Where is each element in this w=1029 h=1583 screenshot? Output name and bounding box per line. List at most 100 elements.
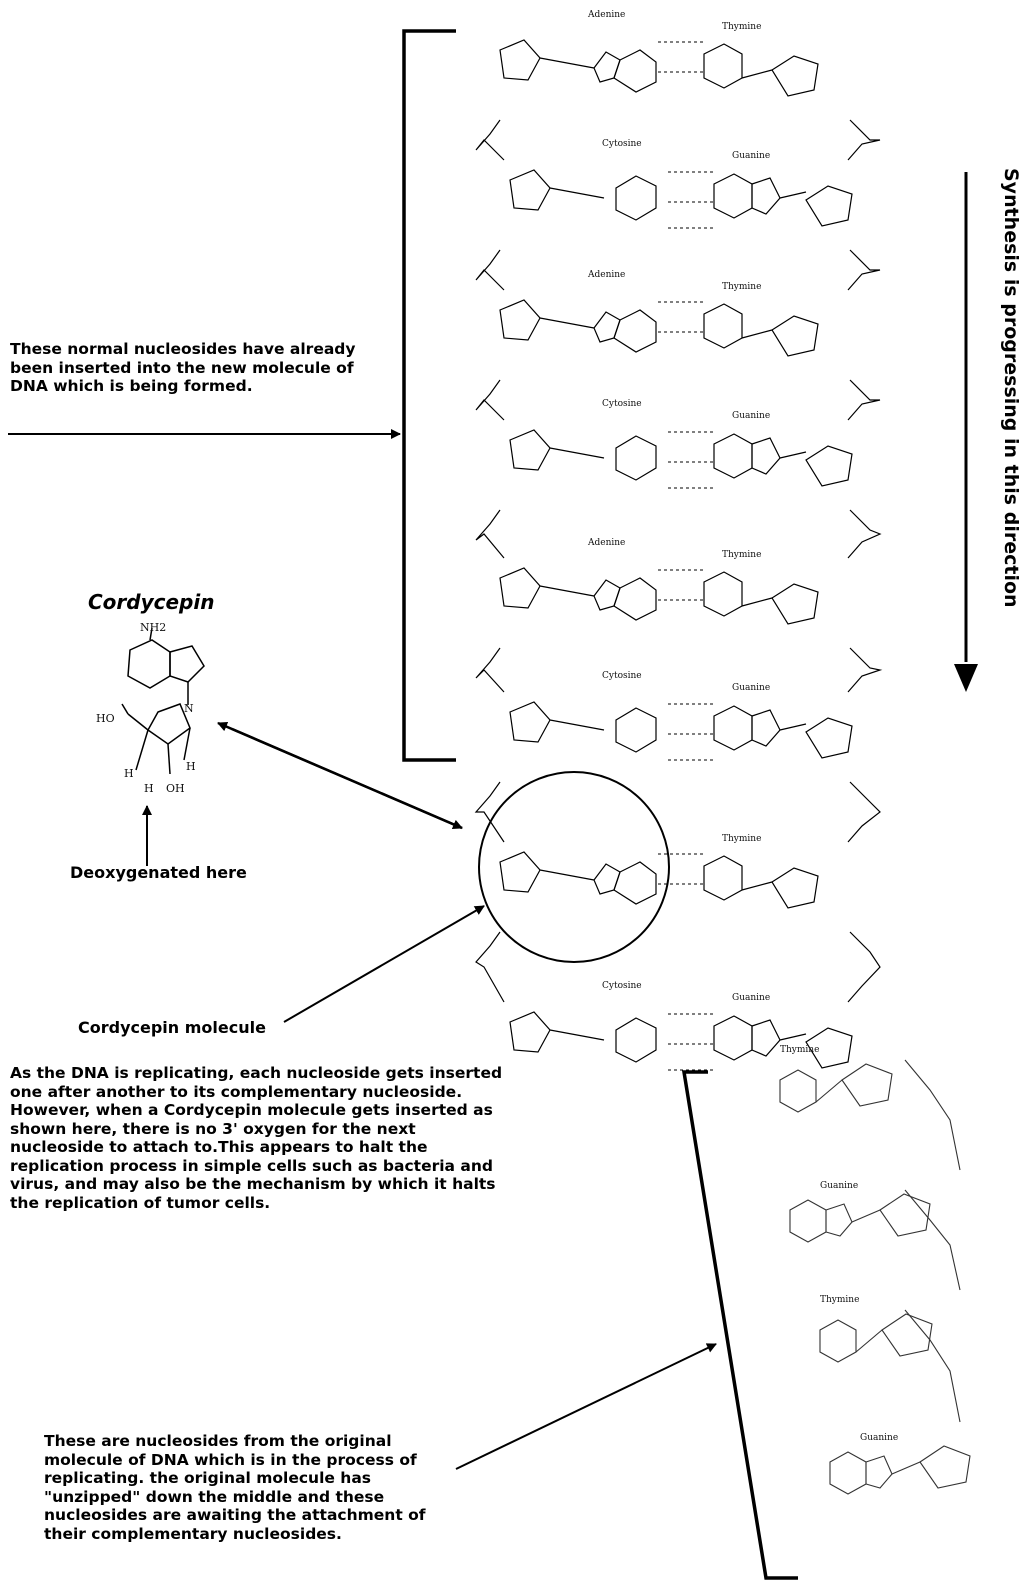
left-base-six-ring (613, 577, 657, 621)
left-base-six-ring (615, 707, 657, 753)
right-base-label: Guanine (732, 993, 770, 1003)
right-sugar-ring (805, 185, 853, 227)
left-base-label: Cytosine (602, 139, 642, 149)
original-nucleosides-bracket (681, 1070, 798, 1580)
sugar-ring (879, 1193, 931, 1237)
cordycepin-h-label-2: H (144, 782, 154, 795)
left-base-six-ring (613, 861, 657, 905)
glycosidic-bond (855, 1329, 883, 1353)
deoxygenated-label: Deoxygenated here (70, 863, 247, 882)
left-base-label: Adenine (587, 538, 625, 548)
sugar-ring (919, 1445, 971, 1489)
unpaired-base-label: Guanine (820, 1181, 858, 1191)
sugar-ring (881, 1313, 933, 1357)
glycosidic-bond (539, 317, 595, 329)
right-base-six-ring (703, 303, 743, 349)
left-sugar-ring (509, 1011, 551, 1053)
right-sugar-ring (805, 1027, 853, 1069)
synthesis-direction-label: Synthesis is progressing in this directi… (1000, 168, 1022, 608)
unpaired-nucleoside: Thymine (819, 1295, 933, 1363)
glycosidic-bond (549, 719, 605, 731)
glycosidic-bond (741, 329, 773, 339)
left-sugar-ring (509, 429, 551, 471)
unpaired-nucleoside: Guanine (829, 1433, 971, 1495)
right-base-five-ring (751, 1019, 781, 1057)
cordycepin-title: Cordycepin (88, 590, 215, 614)
glycosidic-bond (815, 1079, 843, 1103)
glycosidic-bond (549, 187, 605, 199)
cordycepin-molecule-arrow (283, 905, 485, 1023)
right-base-six-ring (713, 173, 753, 219)
sugar-ring (841, 1063, 893, 1107)
glycosidic-bond (741, 69, 773, 79)
cordycepin-n-label: N (184, 702, 194, 715)
replication-explanation: As the DNA is replicating, each nucleosi… (10, 1064, 503, 1212)
right-base-label: Guanine (732, 683, 770, 693)
right-base-label: Guanine (732, 411, 770, 421)
right-base-five-ring (751, 437, 781, 475)
right-sugar-ring (771, 55, 819, 97)
left-base-six-ring (615, 175, 657, 221)
left-base-label: Adenine (587, 10, 625, 20)
glycosidic-bond (851, 1209, 881, 1223)
left-sugar-ring (509, 701, 551, 743)
left-base-label: Cytosine (602, 981, 642, 991)
base-ring (829, 1451, 867, 1495)
inserted-nucleosides-note: These normal nucleosides have already be… (10, 340, 356, 395)
unpaired-nucleoside: Guanine (789, 1181, 931, 1243)
unpaired-base-label: Guanine (860, 1433, 898, 1443)
glycosidic-bond (539, 57, 595, 69)
left-base-five-ring (593, 579, 621, 611)
new-strand-backbone (474, 119, 505, 1003)
base-ring (819, 1319, 857, 1363)
base-five-ring (865, 1455, 893, 1489)
glycosidic-bond (539, 869, 595, 881)
cordycepin-sugar-ring (499, 851, 541, 893)
synthesis-direction-arrow-head (954, 664, 978, 692)
base-pair-rows: AdenineThymineCytosineGuanineAdenineThym… (474, 10, 883, 1071)
right-sugar-ring (771, 315, 819, 357)
left-base-six-ring (613, 309, 657, 353)
right-base-five-ring (751, 709, 781, 747)
original-note-arrow (455, 1343, 717, 1470)
base-ring (789, 1199, 827, 1243)
left-base-six-ring (613, 49, 657, 93)
glycosidic-bond (779, 191, 807, 199)
original-strand-backbone (904, 1059, 961, 1423)
original-strand-note: These are nucleosides from the original … (44, 1432, 426, 1543)
glycosidic-bond (539, 585, 595, 597)
left-sugar-ring (499, 299, 541, 341)
left-sugar-ring (509, 169, 551, 211)
right-base-six-ring (703, 855, 743, 901)
glycosidic-bond (549, 447, 605, 459)
left-base-label: Adenine (587, 270, 625, 280)
right-base-label: Thymine (722, 282, 761, 292)
base-pair-row: Thymine (499, 834, 819, 909)
cordycepin-nh2-label: NH2 (140, 621, 166, 634)
right-base-five-ring (751, 177, 781, 215)
glycosidic-bond (779, 1033, 807, 1041)
right-sugar-ring (771, 867, 819, 909)
right-base-label: Guanine (732, 151, 770, 161)
template-strand-backbone (847, 119, 883, 1003)
glycosidic-bond (741, 597, 773, 607)
left-base-five-ring (593, 51, 621, 83)
inserted-nucleosides-bracket (402, 29, 456, 762)
right-base-label: Thymine (722, 834, 761, 844)
cordycepin-h-label-1: H (124, 767, 134, 780)
cordycepin-molecule-label: Cordycepin molecule (78, 1018, 266, 1037)
right-sugar-ring (805, 717, 853, 759)
right-base-six-ring (713, 433, 753, 479)
cordycepin-highlight-circle (478, 771, 670, 963)
left-base-label: Cytosine (602, 671, 642, 681)
glycosidic-bond (779, 451, 807, 459)
cordycepin-link-arrow-back (217, 721, 463, 830)
cordycepin-ho-label: HO (96, 712, 115, 725)
